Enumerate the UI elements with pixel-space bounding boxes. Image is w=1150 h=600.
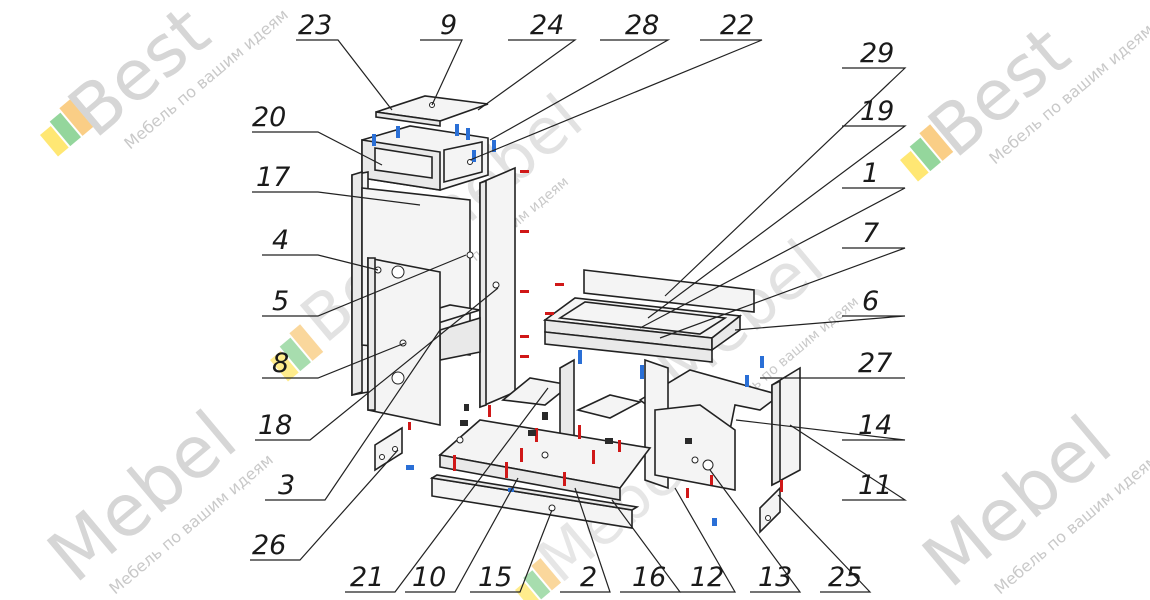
callout-21: 21	[350, 562, 384, 593]
callout-12: 12	[690, 562, 724, 593]
callout-29: 29	[860, 38, 894, 69]
logo-icon	[900, 124, 954, 182]
callout-26: 26	[252, 530, 286, 561]
callout-4: 4	[272, 225, 289, 256]
logo-icon	[270, 324, 324, 382]
callout-numbers: 23 9 24 28 22 29 19 1 7 6 27 14 11 25 13…	[252, 10, 894, 593]
callout-24: 24	[530, 10, 564, 41]
callout-16: 16	[632, 562, 666, 593]
callout-11: 11	[858, 470, 892, 501]
callout-17: 17	[256, 162, 290, 193]
callout-7: 7	[862, 218, 879, 249]
callout-2: 2	[580, 562, 597, 593]
callout-9: 9	[440, 10, 457, 41]
callout-23: 23	[298, 10, 332, 41]
callout-3: 3	[278, 470, 295, 501]
callout-25: 25	[828, 562, 862, 593]
hardware	[372, 124, 783, 526]
callout-13: 13	[758, 562, 792, 593]
callout-27: 27	[858, 348, 892, 379]
callout-8: 8	[272, 348, 289, 379]
fittings	[460, 404, 692, 444]
callout-15: 15	[478, 562, 512, 593]
callout-19: 19	[860, 96, 894, 127]
logo-icon	[40, 99, 94, 157]
callout-14: 14	[858, 410, 892, 441]
callout-10: 10	[412, 562, 446, 593]
callout-6: 6	[862, 286, 879, 317]
callout-28: 28	[625, 10, 659, 41]
callout-18: 18	[258, 410, 292, 441]
leader-lines	[250, 39, 908, 593]
callout-22: 22	[720, 10, 754, 41]
part-corner-bracket	[759, 486, 781, 534]
callout-1: 1	[862, 158, 879, 189]
screws	[408, 170, 783, 498]
part-back-rail	[583, 269, 755, 313]
callout-5: 5	[272, 286, 289, 317]
callout-20: 20	[252, 102, 286, 133]
left-tower	[351, 95, 516, 472]
